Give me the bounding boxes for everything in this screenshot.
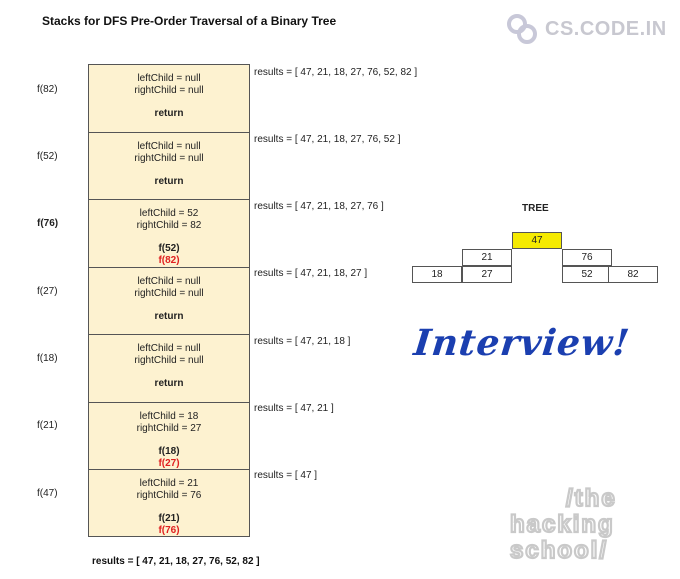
tree-node: 21 [462, 249, 512, 266]
left-child-text: leftChild = 18 [139, 410, 199, 422]
right-child-text: rightChild = null [134, 355, 204, 366]
logo-text: CS.CODE.IN [545, 17, 667, 40]
stack-frame-f47: leftChild = 21 rightChild = 76 f(21) f(7… [88, 469, 250, 537]
watermark-line-3: school/ [510, 537, 608, 564]
results-f27: results = [ 47, 21, 18, 27 ] [254, 268, 368, 279]
right-child-text: rightChild = null [134, 287, 204, 299]
tree-node-root: 47 [512, 232, 562, 249]
tree-node: 18 [412, 266, 462, 283]
frame-action: return [154, 378, 184, 389]
right-child-text: rightChild = 27 [136, 422, 202, 434]
left-child-text: leftChild = 52 [139, 208, 199, 219]
results-f47: results = [ 47 ] [254, 470, 318, 481]
stack-frame-f82: leftChild = null rightChild = null retur… [88, 64, 250, 132]
frame-action: return [154, 175, 184, 187]
stack-frame-f21: leftChild = 18 rightChild = 27 f(18) f(2… [88, 401, 250, 469]
frame-call-left: f(21) [158, 513, 180, 524]
tree-node: 52 [562, 266, 612, 283]
left-child-text: leftChild = null [137, 343, 201, 354]
call-stack: leftChild = null rightChild = null retur… [88, 64, 250, 537]
results-f82: results = [ 47, 21, 18, 27, 76, 52, 82 ] [254, 67, 418, 78]
frame-call-right: f(76) [158, 525, 180, 536]
frame-label-f18: f(18) [37, 353, 58, 364]
final-results: results = [ 47, 21, 18, 27, 76, 52, 82 ] [92, 556, 260, 567]
right-child-text: rightChild = 76 [136, 490, 202, 501]
site-logo: CS.CODE.IN [505, 12, 667, 46]
frame-label-f82: f(82) [37, 84, 58, 95]
tree-title: TREE [522, 203, 549, 214]
right-child-text: rightChild = null [134, 152, 204, 164]
results-f52: results = [ 47, 21, 18, 27, 76, 52 ] [254, 134, 401, 145]
left-child-text: leftChild = null [137, 140, 201, 152]
left-child-text: leftChild = null [137, 73, 201, 84]
results-f18: results = [ 47, 21, 18 ] [254, 336, 351, 347]
frame-call-right: f(27) [158, 457, 180, 469]
frame-label-f47: f(47) [37, 488, 58, 499]
frame-label-f27: f(27) [37, 286, 58, 297]
hacking-school-watermark: /the hacking school/ [509, 484, 617, 564]
frame-action: return [154, 108, 184, 119]
frame-action: return [154, 310, 184, 322]
frame-label-f21: f(21) [37, 420, 58, 431]
frame-call-left: f(18) [158, 445, 180, 457]
left-child-text: leftChild = null [137, 275, 201, 287]
right-child-text: rightChild = 82 [136, 220, 202, 231]
results-f76: results = [ 47, 21, 18, 27, 76 ] [254, 201, 384, 212]
left-child-text: leftChild = 21 [139, 478, 199, 489]
tree-node: 27 [462, 266, 512, 283]
results-f21: results = [ 47, 21 ] [254, 403, 334, 414]
right-child-text: rightChild = null [134, 85, 204, 96]
diagram-title: Stacks for DFS Pre-Order Traversal of a … [42, 14, 337, 28]
frame-label-f76: f(76) [37, 218, 59, 229]
stack-frame-f76: leftChild = 52 rightChild = 82 f(52) f(8… [88, 199, 250, 267]
stack-frame-f27: leftChild = null rightChild = null retur… [88, 266, 250, 334]
tree-node: 76 [562, 249, 612, 266]
interview-banner: Interview! [411, 322, 633, 364]
watermark-line-2: hacking [510, 511, 615, 538]
frame-call-left: f(52) [158, 243, 180, 254]
tree-node: 82 [608, 266, 658, 283]
watermark-line-1: /the [566, 485, 617, 512]
stack-frame-f18: leftChild = null rightChild = null retur… [88, 334, 250, 402]
frame-label-f52: f(52) [37, 151, 58, 162]
frame-call-right: f(82) [158, 255, 180, 266]
stack-frame-f52: leftChild = null rightChild = null retur… [88, 131, 250, 199]
cs-code-logo-icon [507, 14, 537, 44]
